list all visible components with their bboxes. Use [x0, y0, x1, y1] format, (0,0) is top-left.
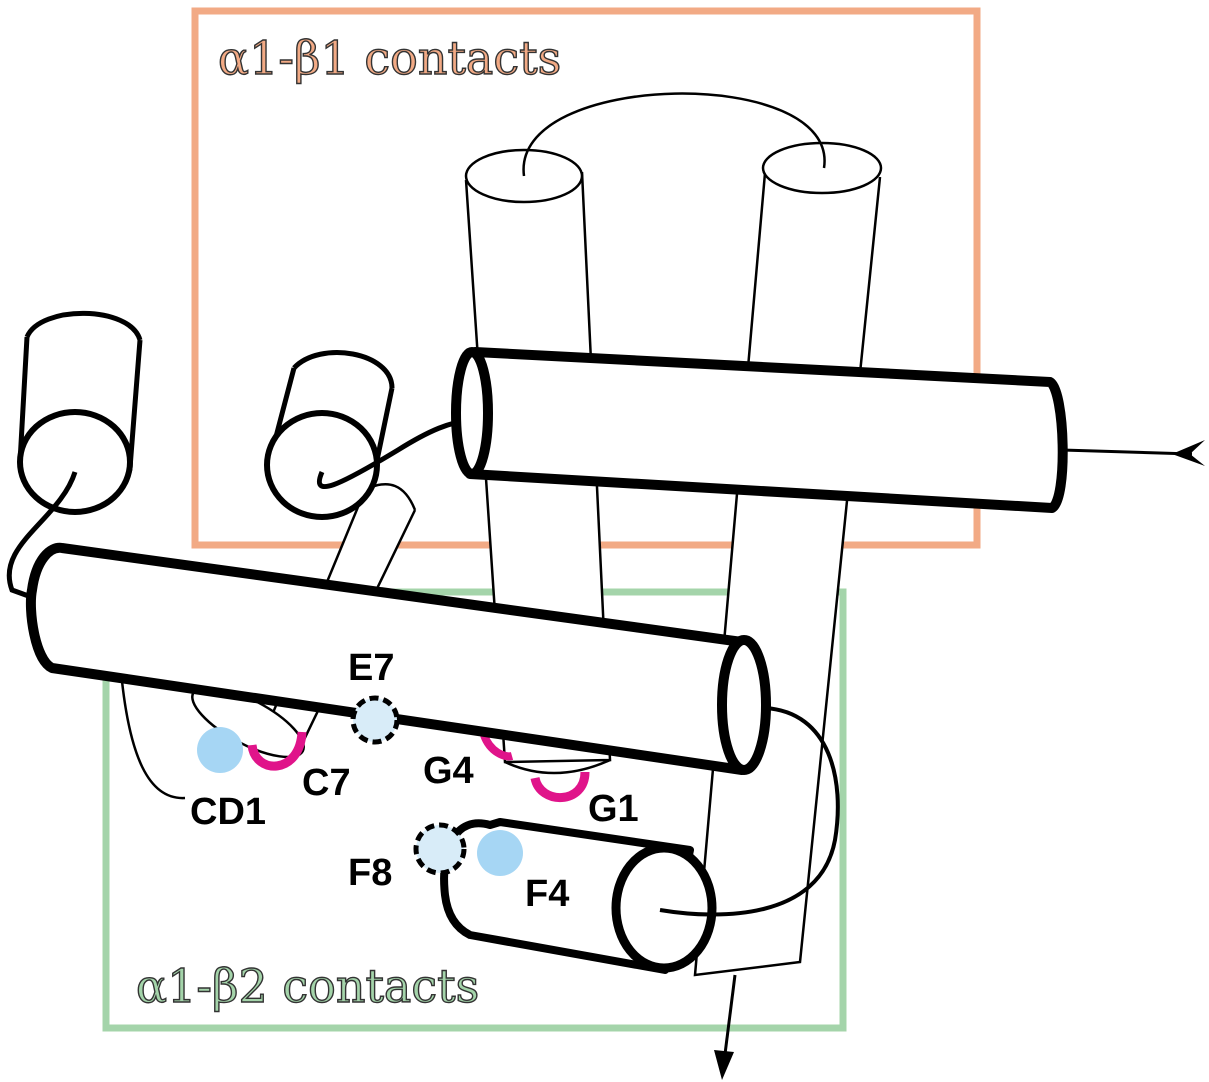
- alpha1-beta1-contacts-title: α1-β1 contacts: [218, 31, 561, 85]
- alpha1-beta2-contacts-title: α1-β2 contacts: [136, 959, 479, 1013]
- c-terminus-arrow-icon: [1061, 440, 1205, 466]
- helix-g-cylinder-icon: [693, 141, 883, 977]
- contact-dashed-e7-icon: [350, 695, 400, 745]
- helix-top-cylinder-icon: [451, 347, 1068, 513]
- label-f8: F8: [348, 852, 392, 894]
- gh-loop: [522, 92, 826, 177]
- alpha1-beta2-contacts-box: [102, 588, 847, 1032]
- label-g4: G4: [423, 750, 474, 792]
- label-f4: F4: [525, 873, 569, 915]
- label-g1: G1: [588, 788, 639, 830]
- helix-b-cylinder-icon: [264, 350, 473, 520]
- helix-a-cylinder-icon: [6, 310, 143, 601]
- contact-ring-c7-icon: [247, 731, 307, 771]
- contact-dashed-f8-icon: [413, 822, 467, 876]
- contact-dot-cd1-icon: [197, 727, 243, 773]
- contact-dot-f4-icon: [477, 830, 523, 876]
- contact-ring-g1-icon: [530, 771, 590, 803]
- ab-loop: [118, 659, 186, 800]
- contact-ring-g4-icon: [480, 733, 514, 761]
- label-e7: E7: [348, 647, 394, 689]
- label-c7: C7: [302, 762, 351, 804]
- helix-f-cylinder-icon: [440, 706, 840, 974]
- chain-exit-arrow-icon: [714, 974, 737, 1080]
- label-cd1: CD1: [190, 791, 266, 833]
- helix-e-cylinder-icon: [25, 542, 771, 775]
